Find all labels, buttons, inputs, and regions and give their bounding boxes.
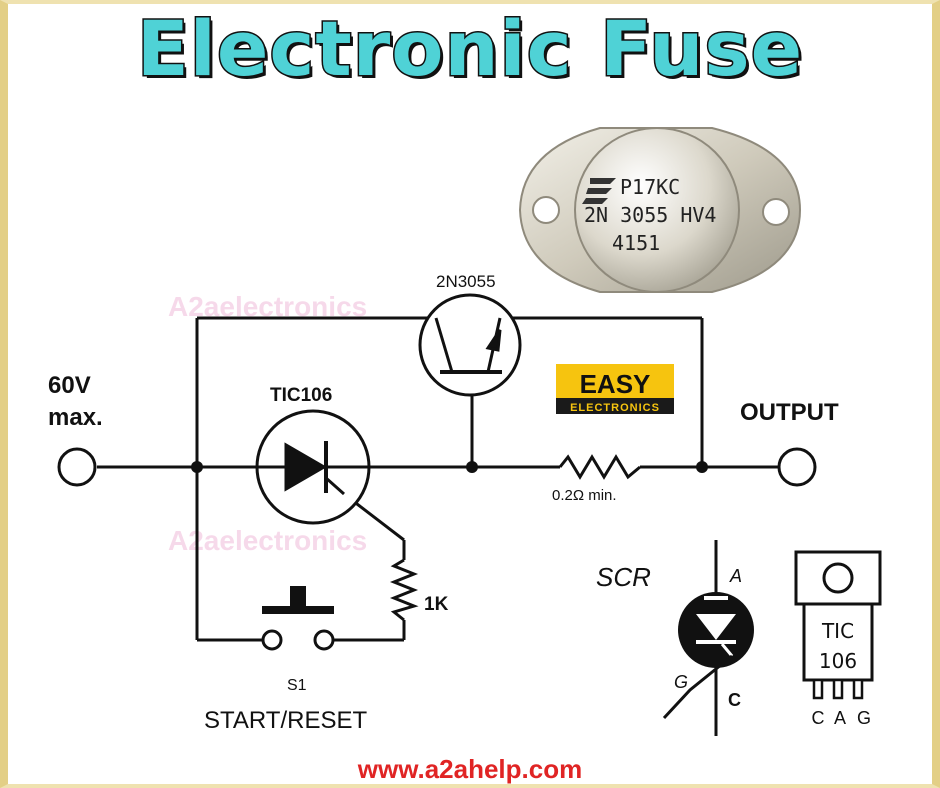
- shunt-resistor-label: 0.2Ω min.: [552, 487, 617, 504]
- scr-cathode-label: C: [728, 690, 741, 710]
- watermark-bottom: A2aelectronics: [168, 525, 367, 556]
- thyristor-label: TIC106: [270, 385, 332, 406]
- footer-url[interactable]: www.a2ahelp.com: [357, 754, 583, 784]
- input-voltage-max-label: max.: [48, 404, 103, 431]
- output-label: OUTPUT: [740, 399, 839, 426]
- package-pin-g: G: [857, 708, 871, 728]
- transistor-symbol: [418, 293, 522, 397]
- resistor-shunt: [558, 454, 641, 480]
- scr-gate-label: G: [674, 672, 688, 692]
- package-pin-c: C: [812, 708, 825, 728]
- switch-name-label: START/RESET: [204, 707, 367, 734]
- page-title: Electronic Fuse: [135, 3, 804, 95]
- transistor-label: 2N3055: [436, 272, 496, 291]
- package-text-1: TIC: [821, 619, 854, 643]
- circuit-wires: [97, 316, 778, 642]
- scr-anode-label: A: [729, 566, 742, 586]
- resistor-1k-label: 1K: [424, 594, 449, 615]
- scr-symbol: SCR A C G: [596, 540, 754, 736]
- package-text-2: 106: [819, 649, 857, 673]
- logo-top: EASY: [580, 369, 651, 399]
- photo-marking-3: 4151: [612, 231, 660, 255]
- tic106-package: TIC 106 C A G: [794, 550, 882, 728]
- push-button-s1: [261, 586, 335, 651]
- input-terminal: [57, 447, 97, 487]
- junction-dots: [191, 461, 708, 473]
- logo-bottom: ELECTRONICS: [570, 402, 660, 414]
- photo-marking-2: 2N 3055 HV4: [584, 203, 716, 227]
- thyristor-symbol: [255, 409, 371, 525]
- scr-title: SCR: [596, 562, 651, 592]
- input-voltage-label: 60V: [48, 372, 91, 399]
- switch-id-label: S1: [287, 677, 307, 694]
- easy-electronics-logo: EASY ELECTRONICS: [556, 364, 674, 414]
- package-pin-a: A: [834, 708, 846, 728]
- output-terminal: [777, 447, 817, 487]
- resistor-1k: [389, 558, 419, 622]
- transistor-photo: P17KC 2N 3055 HV4 4151: [518, 127, 802, 293]
- photo-marking-1: P17KC: [620, 175, 680, 199]
